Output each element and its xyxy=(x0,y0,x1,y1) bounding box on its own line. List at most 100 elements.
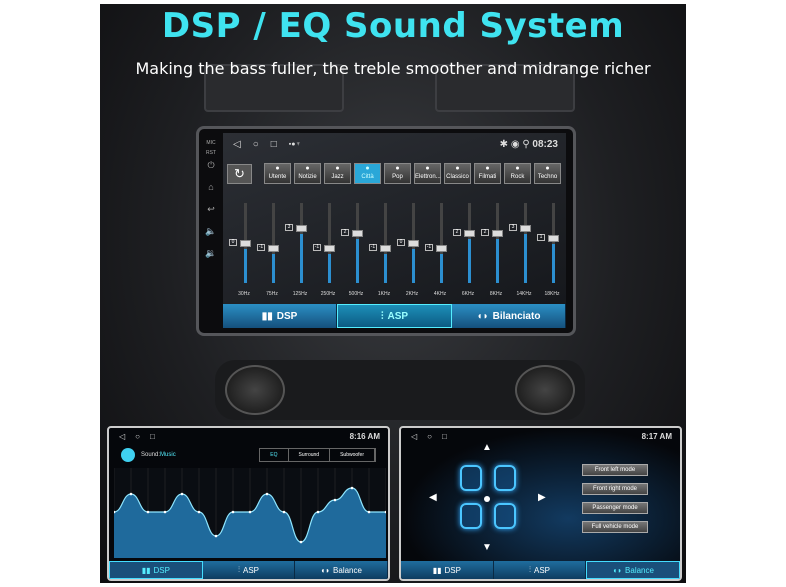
eq-curve-graph[interactable] xyxy=(114,468,386,558)
home-nav-icon[interactable]: ○ xyxy=(427,432,432,441)
tab-asp[interactable]: ⫶ASP xyxy=(202,561,296,579)
slider-knob[interactable] xyxy=(464,230,475,237)
home-icon[interactable]: ⌂ xyxy=(208,182,214,192)
slider-knob[interactable] xyxy=(492,230,503,237)
preset-6[interactable]: Classico xyxy=(444,163,471,184)
eq-curve-point[interactable] xyxy=(367,510,371,514)
preset-3[interactable]: Città xyxy=(354,163,381,184)
tab-asp[interactable]: ⫶ASP xyxy=(337,304,452,328)
preset-1[interactable]: Notizie xyxy=(294,163,321,184)
slider-knob[interactable] xyxy=(240,240,251,247)
slider-track[interactable] xyxy=(440,203,443,283)
eq-curve-point[interactable] xyxy=(180,492,184,496)
front-left-mode-button[interactable]: Front left mode xyxy=(582,464,648,476)
tab-dsp[interactable]: ▮▮DSP xyxy=(401,561,494,579)
tab-dsp[interactable]: ▮▮DSP xyxy=(109,561,203,579)
slider-knob[interactable] xyxy=(324,245,335,252)
recents-nav-icon[interactable]: □ xyxy=(442,432,447,441)
power-icon[interactable]: ⏻ xyxy=(207,160,215,170)
back-nav-icon[interactable]: ◁ xyxy=(119,432,126,441)
preset-5[interactable]: Elettron... xyxy=(414,163,441,184)
passenger-mode-button[interactable]: Passenger mode xyxy=(582,502,648,514)
volume-down-icon[interactable]: 🔉 xyxy=(205,248,217,258)
eq-curve-point[interactable] xyxy=(350,486,354,490)
volume-up-icon[interactable]: 🔈 xyxy=(205,226,217,236)
tab-balance[interactable]: ◖◗Balance xyxy=(586,561,680,579)
segment-eq[interactable]: EQ xyxy=(260,449,289,461)
arrow-down-icon[interactable]: ▼ xyxy=(482,542,492,553)
band-frequency: 30Hz xyxy=(238,291,250,297)
recents-nav-icon[interactable]: □ xyxy=(150,432,155,441)
back-nav-icon[interactable]: ◁ xyxy=(233,138,241,150)
home-nav-icon[interactable]: ○ xyxy=(135,432,140,441)
slider-knob[interactable] xyxy=(520,225,531,232)
full-vehicle-mode-button[interactable]: Full vehicle mode xyxy=(582,521,648,533)
slider-knob[interactable] xyxy=(436,245,447,252)
tab-dsp[interactable]: ▮▮DSP xyxy=(223,304,337,328)
eq-curve-point[interactable] xyxy=(265,492,269,496)
eq-curve-point[interactable] xyxy=(146,510,150,514)
back-nav-icon[interactable]: ◁ xyxy=(411,432,418,441)
eq-curve-point[interactable] xyxy=(299,540,303,544)
balance-point-handle[interactable] xyxy=(484,496,490,502)
slider-knob[interactable] xyxy=(408,240,419,247)
slider-knob[interactable] xyxy=(380,245,391,252)
recents-nav-icon[interactable]: □ xyxy=(270,138,277,150)
preset-7[interactable]: Filmati xyxy=(474,163,501,184)
eq-curve-point[interactable] xyxy=(214,534,218,538)
main-eq-screen: ◁ ○ □ ▪●♆ ✱ ◉ ⚲ 08:23 ↻ UtenteNotizieJaz… xyxy=(223,133,566,328)
tab-bilanciato[interactable]: ◖◗Bilanciato xyxy=(452,304,566,328)
segment-subwoofer[interactable]: Subwoofer xyxy=(330,449,375,461)
eq-curve-point[interactable] xyxy=(248,510,252,514)
arrow-up-icon[interactable]: ▲ xyxy=(482,442,492,453)
eq-curve-point[interactable] xyxy=(129,492,133,496)
preset-0[interactable]: Utente xyxy=(264,163,291,184)
home-nav-icon[interactable]: ○ xyxy=(252,138,259,150)
eq-curve-point[interactable] xyxy=(333,498,337,502)
slider-knob[interactable] xyxy=(296,225,307,232)
front-right-mode-button[interactable]: Front right mode xyxy=(582,483,648,495)
preset-2[interactable]: Jazz xyxy=(324,163,351,184)
eq-curve-point[interactable] xyxy=(316,510,320,514)
eq-curve-point[interactable] xyxy=(282,510,286,514)
eq-curve-point[interactable] xyxy=(384,510,386,514)
slider-track[interactable] xyxy=(552,203,555,283)
slider-fill xyxy=(356,239,359,283)
tab-asp[interactable]: ⫶ASP xyxy=(493,561,587,579)
slider-knob[interactable] xyxy=(352,230,363,237)
eq-curve-point[interactable] xyxy=(114,510,116,514)
slider-track[interactable] xyxy=(328,203,331,283)
segment-surround[interactable]: Surround xyxy=(289,449,331,461)
refresh-icon[interactable]: ↻ xyxy=(227,163,252,184)
preset-9[interactable]: Techno xyxy=(534,163,561,184)
slider-track[interactable] xyxy=(384,203,387,283)
balance-inset-screen: ◁○□ 8:17 AM ▲ ▼ ◀ ▶ Front left mode Fron… xyxy=(399,426,682,581)
tab-balance[interactable]: ◖◗Balance xyxy=(295,561,388,579)
arrow-right-icon[interactable]: ▶ xyxy=(538,492,546,503)
slider-knob[interactable] xyxy=(268,245,279,252)
eq-curve-point[interactable] xyxy=(163,510,167,514)
climate-knob-left[interactable] xyxy=(225,365,285,415)
eq-curve-point[interactable] xyxy=(197,510,201,514)
preset-4[interactable]: Pop xyxy=(384,163,411,184)
arrow-left-icon[interactable]: ◀ xyxy=(429,492,437,503)
mic-label: MIC xyxy=(206,140,216,146)
back-icon[interactable]: ↩ xyxy=(207,204,215,214)
preset-8[interactable]: Rock xyxy=(504,163,531,184)
slider-track[interactable] xyxy=(272,203,275,283)
climate-knob-right[interactable] xyxy=(515,365,575,415)
slider-knob[interactable] xyxy=(548,235,559,242)
eq-curve-point[interactable] xyxy=(231,510,235,514)
